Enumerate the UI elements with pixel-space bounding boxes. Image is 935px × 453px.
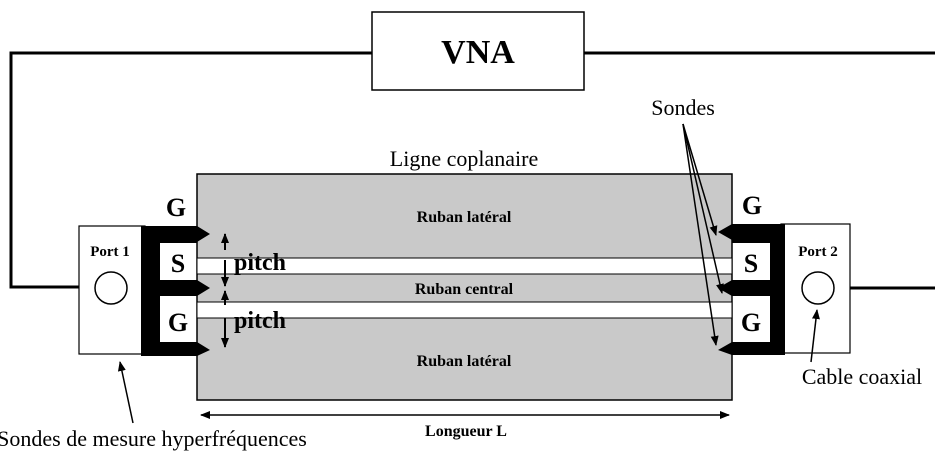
contact-g-right-box: [734, 302, 768, 340]
probes-label: Sondes: [651, 95, 715, 120]
length-dimension: Longueur L: [200, 411, 730, 440]
vna-label: VNA: [441, 34, 515, 71]
cable-port1-to-vna: [9, 51, 372, 289]
probe-right-body: [718, 224, 785, 355]
rf-probes-annotation: Sondes de mesure hyperfréquences: [0, 361, 307, 451]
pitch-lower-label: pitch: [234, 308, 286, 334]
contact-s-right: S: [744, 249, 758, 278]
contact-g-top-left: G: [166, 193, 186, 222]
substrate: [196, 173, 733, 401]
contact-g-top-right: G: [742, 191, 762, 220]
coax-pointer: [810, 309, 820, 363]
port2-label: Port 2: [798, 244, 838, 260]
contact-s-left-box: [161, 244, 195, 279]
gap-lower: [196, 301, 733, 319]
probes-pointer-2: [682, 123, 724, 294]
pitch-upper-label: pitch: [234, 250, 286, 276]
line-title: Ligne coplanaire: [390, 146, 538, 171]
contact-g-bottom-right: G: [741, 308, 761, 337]
probes-annotation: Sondes: [651, 95, 724, 346]
contact-g-bottom-left: G: [168, 308, 188, 337]
gap-upper: [196, 257, 733, 275]
vna-box: VNA: [371, 11, 585, 91]
port2-connector: [801, 271, 835, 305]
contact-s-left: S: [171, 249, 185, 278]
probe-right: Port 2 G S G: [718, 191, 851, 355]
ribbon-center-label: Ruban central: [415, 281, 514, 298]
length-label: Longueur L: [425, 423, 507, 440]
pitch-markers: pitch pitch: [221, 233, 286, 348]
probe-left: Port 1 G S G: [78, 193, 210, 356]
probe-left-body: [141, 226, 210, 356]
contact-s-right-box: [734, 244, 768, 279]
ribbon-bottom-label: Ruban latéral: [417, 353, 512, 370]
contact-g-left-box: [161, 302, 195, 340]
port1-label: Port 1: [90, 244, 130, 260]
coax-label: Cable coaxial: [802, 364, 922, 389]
coax-annotation: Cable coaxial: [802, 309, 922, 389]
port2-box: [780, 223, 851, 354]
rf-probes-label: Sondes de mesure hyperfréquences: [0, 426, 307, 451]
ribbon-top-label: Ruban latéral: [417, 209, 512, 226]
rf-probes-pointer: [117, 361, 134, 424]
probes-pointer-3: [682, 123, 719, 346]
coplanar-line: Ligne coplanaire Ruban latéral Ruban cen…: [196, 146, 733, 401]
port1-connector: [94, 271, 128, 305]
probes-pointer-1: [682, 123, 718, 236]
